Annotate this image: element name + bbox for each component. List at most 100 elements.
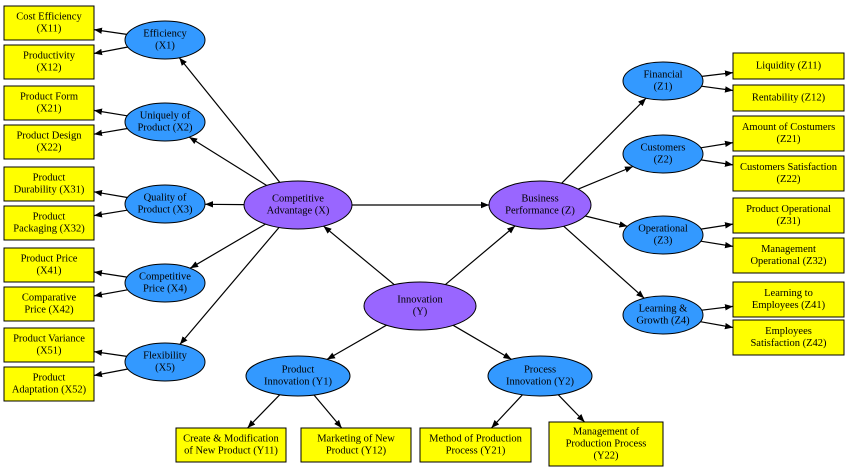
arrow-x4-to-x42: [93, 289, 128, 298]
arrow-x2-to-x21: [93, 108, 128, 117]
indicator-box-shape: [3, 5, 95, 41]
node-label-z21: (Z21): [777, 134, 801, 145]
indicator-box-shape: [732, 84, 845, 112]
node-label-x11: (X11): [37, 24, 62, 35]
node-label-z4: Learning &: [639, 304, 688, 315]
dimension-ellipse-shape: [622, 295, 704, 335]
dimension-ellipse-x1: Efficiency(X1): [124, 20, 206, 60]
arrow-y2-to-y22: [557, 394, 586, 423]
construct-ellipse-shape: [243, 180, 353, 230]
node-label-x2: Uniquely of: [140, 111, 191, 122]
edge-layer: [93, 27, 734, 429]
node-label-x: Advantage (X): [267, 206, 330, 217]
dimension-ellipse-shape: [622, 61, 704, 101]
node-label-x5: Flexibility: [143, 351, 188, 362]
arrow-x1-to-x12: [93, 46, 129, 56]
node-label-z42: Employees: [765, 326, 812, 337]
node-label-y12: Marketing of New: [317, 434, 395, 445]
arrow-z-to-z2: [578, 165, 634, 190]
node-label-z12: Rentability (Z12): [752, 93, 826, 104]
dimension-ellipse-x5: Flexibility(X5): [124, 342, 206, 382]
indicator-box-shape: [3, 205, 95, 241]
arrow-x5-to-x52: [93, 368, 129, 378]
node-label-x22: Product Design: [16, 131, 82, 142]
arrow-z2-to-z22: [700, 159, 734, 167]
dimension-ellipse-shape: [245, 355, 351, 397]
arrow-y-to-y1: [326, 324, 387, 360]
node-label-y1: Product: [282, 365, 315, 376]
arrow-y-to-z: [445, 225, 516, 286]
dimension-ellipse-z4: Learning &Growth (Z4): [622, 295, 704, 335]
arrow-z3-to-z32: [700, 240, 734, 249]
node-label-x41: Product Price: [21, 254, 78, 265]
construct-ellipse-shape: [363, 281, 477, 331]
arrow-z1-to-z11: [701, 70, 734, 77]
node-label-x1: Efficiency: [143, 29, 187, 40]
node-label-x22: (X22): [36, 143, 62, 154]
node-label-y21: Process (Y21): [446, 446, 506, 457]
indicator-box-shape: [548, 421, 664, 467]
arrow-z-to-z4: [563, 225, 645, 299]
node-label-z31: (Z31): [777, 216, 801, 227]
dimension-ellipse-shape: [622, 134, 704, 174]
node-label-x1: (X1): [155, 41, 175, 52]
dimension-ellipse-shape: [124, 102, 206, 142]
indicator-box-shape: [732, 52, 845, 80]
indicator-box-x11: Cost Efficiency(X11): [3, 5, 95, 41]
node-label-x4: Competitive: [139, 272, 191, 283]
node-label-y21: Method of Production: [429, 434, 522, 445]
arrow-x2-to-x22: [93, 127, 128, 137]
node-label-y2: Innovation (Y2): [506, 377, 574, 388]
node-label-x32: Product: [33, 212, 66, 223]
dimension-ellipse-shape: [622, 215, 704, 255]
node-label-z22: Customers Satisfaction: [740, 162, 838, 173]
arrow-z4-to-z41: [701, 304, 734, 311]
node-label-x12: (X12): [36, 63, 62, 74]
arrow-x3-to-x31: [93, 189, 128, 199]
node-label-y22: (Y22): [593, 451, 619, 462]
arrow-z4-to-z42: [700, 321, 734, 330]
indicator-box-shape: [3, 286, 95, 322]
node-label-z1: Financial: [643, 70, 682, 81]
node-label-x21: (X21): [36, 104, 62, 115]
node-label-z41: Learning to: [764, 288, 813, 299]
indicator-box-shape: [3, 366, 95, 402]
indicator-box-shape: [732, 281, 845, 318]
dimension-ellipse-z3: Operational(Z3): [622, 215, 704, 255]
arrow-x-to-x2: [188, 136, 268, 187]
indicator-box-shape: [3, 327, 95, 363]
indicator-box-shape: [3, 44, 95, 80]
node-label-x11: Cost Efficiency: [16, 12, 82, 23]
node-label-z4: Growth (Z4): [636, 316, 690, 327]
node-label-x52: Adaptation (X52): [12, 385, 87, 396]
arrow-y-to-x: [323, 225, 395, 286]
dimension-ellipse-shape: [124, 184, 206, 224]
arrow-z2-to-z21: [700, 140, 734, 149]
arrow-y-to-y2: [452, 324, 512, 360]
node-label-y22: Production Process: [566, 439, 647, 450]
node-label-y12: Product (Y12): [326, 446, 387, 457]
indicator-box-shape: [732, 197, 845, 234]
node-label-z3: Operational: [638, 224, 688, 235]
node-label-x31: Product: [33, 173, 66, 184]
node-label-z11: Liquidity (Z11): [756, 61, 822, 72]
indicator-box-x41: Product Price(X41): [3, 247, 95, 283]
arrow-z3-to-z31: [700, 222, 734, 230]
node-label-x32: Packaging (X32): [13, 224, 85, 235]
dimension-ellipse-z1: Financial(Z1): [622, 61, 704, 101]
construct-ellipse-y: Innovation(Y): [363, 281, 477, 331]
node-label-x52: Product: [33, 373, 66, 384]
dimension-ellipse-shape: [124, 263, 206, 303]
arrow-x-to-x4: [189, 223, 266, 269]
